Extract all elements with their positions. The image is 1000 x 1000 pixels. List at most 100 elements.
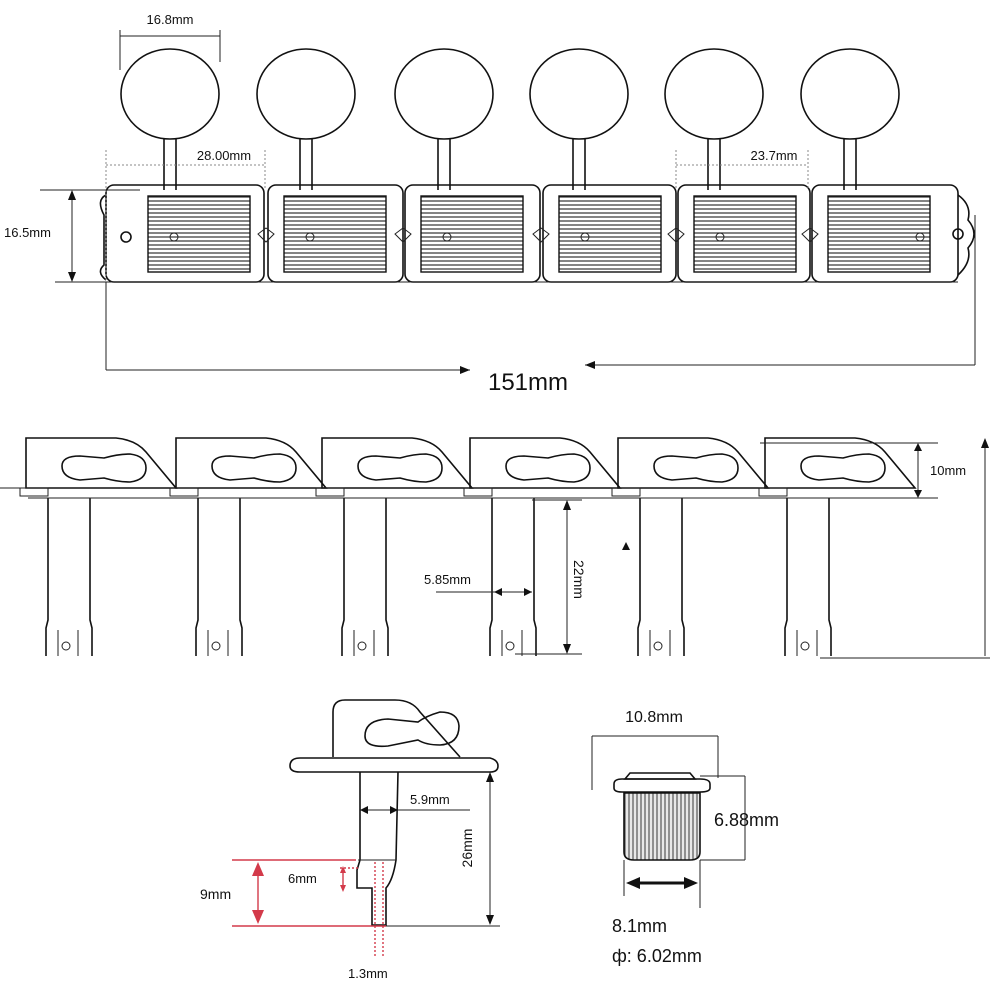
- side-post-hole: [211, 641, 221, 651]
- tuner-keys: [120, 48, 900, 190]
- post-width-dimension: 5.85mm: [424, 572, 532, 596]
- side-housing: [469, 437, 622, 489]
- side-tuners: [19, 437, 917, 656]
- side-flange: [611, 487, 641, 497]
- side-post: [784, 498, 832, 656]
- side-post-hole: [357, 641, 367, 651]
- spacing-dimension: 28.00mm: [105, 148, 266, 282]
- detail-post-width-dimension: 5.9mm: [360, 792, 470, 814]
- plate-height-label: 16.5mm: [4, 225, 51, 240]
- tuner-key: [529, 48, 629, 140]
- detail-post-length-label: 26mm: [459, 829, 475, 868]
- tuner-key: [664, 48, 764, 140]
- side-post: [637, 498, 685, 656]
- detail-hole-dimensions: 9mm 6mm 1.3mm: [200, 859, 388, 981]
- gear-cover: [147, 195, 251, 273]
- detail-hole-width-label: 1.3mm: [348, 966, 388, 981]
- inner-width-label: 23.7mm: [751, 148, 798, 163]
- side-flange: [169, 487, 199, 497]
- detail-hole-depth-label: 9mm: [200, 886, 231, 902]
- bushing-knurled-body: [623, 792, 701, 861]
- plate-joint: [257, 227, 275, 243]
- gear-cover: [693, 195, 797, 273]
- right-ear: [957, 194, 975, 276]
- tuner-key: [800, 48, 900, 140]
- total-length-label: 151mm: [488, 369, 568, 396]
- key-width-dimension: 16.8mm: [119, 12, 221, 70]
- plate-joint: [532, 227, 550, 243]
- side-view: 10mm 5.85mm 22mm: [0, 437, 990, 659]
- detail-view: 5.9mm 26mm 9mm 6mm 1.3mm: [200, 699, 500, 981]
- gear-cover: [283, 195, 387, 273]
- tuner-key: [394, 48, 494, 140]
- plate-joint: [667, 227, 685, 243]
- housing-height-dimension: 10mm: [760, 442, 966, 499]
- plate-height-dimension: 16.5mm: [4, 189, 140, 282]
- overall-height-dimension: [820, 438, 990, 659]
- side-housing: [175, 437, 328, 489]
- side-key-button: [800, 453, 886, 483]
- side-flange: [19, 487, 49, 497]
- post-width-label: 5.85mm: [424, 572, 471, 587]
- key-width-label: 16.8mm: [147, 12, 194, 27]
- side-housing: [617, 437, 770, 489]
- side-post: [195, 498, 243, 656]
- side-housing: [25, 437, 178, 489]
- screw-hole: [169, 232, 179, 242]
- side-post: [45, 498, 93, 656]
- side-key-button: [211, 453, 297, 483]
- spacing-label: 28.00mm: [197, 148, 251, 163]
- bushing-flange-label: 10.8mm: [625, 709, 683, 726]
- side-post-hole: [61, 641, 71, 651]
- left-ear-hole: [120, 231, 132, 243]
- top-view: 16.8mm 28.00mm 23.7mm 16.5mm: [4, 12, 976, 396]
- marker-arrow: [622, 542, 630, 550]
- detail-post-width-label: 5.9mm: [410, 792, 450, 807]
- left-ear: [99, 194, 107, 281]
- side-key-button: [357, 453, 443, 483]
- side-flange: [463, 487, 493, 497]
- side-post: [341, 498, 389, 656]
- post-length-label: 22mm: [571, 560, 587, 599]
- detail-flange: [289, 757, 499, 773]
- detail-slot-depth-label: 6mm: [288, 871, 317, 886]
- side-key-button: [653, 453, 739, 483]
- side-post-hole: [800, 641, 810, 651]
- bushing-flange: [613, 778, 711, 793]
- gear-cover: [827, 195, 931, 273]
- side-flange: [758, 487, 788, 497]
- bushing-view: 10.8mm 6.88mm 8.1mm ф: 6.02mm: [591, 709, 779, 966]
- side-post: [489, 498, 537, 656]
- tuner-plates: [99, 184, 975, 283]
- plate-joint: [801, 227, 819, 243]
- right-ear-hole: [952, 228, 964, 240]
- bushing-diameter-label: ф: 6.02mm: [612, 946, 702, 966]
- detail-post: [356, 771, 399, 926]
- post-length-dimension: 22mm: [515, 499, 587, 655]
- screw-hole: [715, 232, 725, 242]
- gear-cover: [420, 195, 524, 273]
- gear-cover: [558, 195, 662, 273]
- screw-hole: [442, 232, 452, 242]
- side-flange: [315, 487, 345, 497]
- total-length-dimension: 151mm: [105, 215, 976, 396]
- tuner-key: [120, 48, 220, 140]
- side-housing: [764, 437, 917, 489]
- housing-height-label: 10mm: [930, 463, 966, 478]
- bushing-width-label: 8.1mm: [612, 916, 667, 936]
- bushing-height-label: 6.88mm: [714, 810, 779, 830]
- screw-hole: [580, 232, 590, 242]
- side-post-hole: [505, 641, 515, 651]
- side-post-hole: [653, 641, 663, 651]
- detail-post-length-dimension: 26mm: [386, 772, 500, 927]
- detail-key-button: [364, 711, 460, 748]
- side-housing: [321, 437, 474, 489]
- side-key-button: [61, 453, 147, 483]
- plate-joint: [394, 227, 412, 243]
- tuner-key: [256, 48, 356, 140]
- screw-hole: [915, 232, 925, 242]
- inner-width-dimension: 23.7mm: [675, 148, 809, 190]
- screw-hole: [305, 232, 315, 242]
- side-key-button: [505, 453, 591, 483]
